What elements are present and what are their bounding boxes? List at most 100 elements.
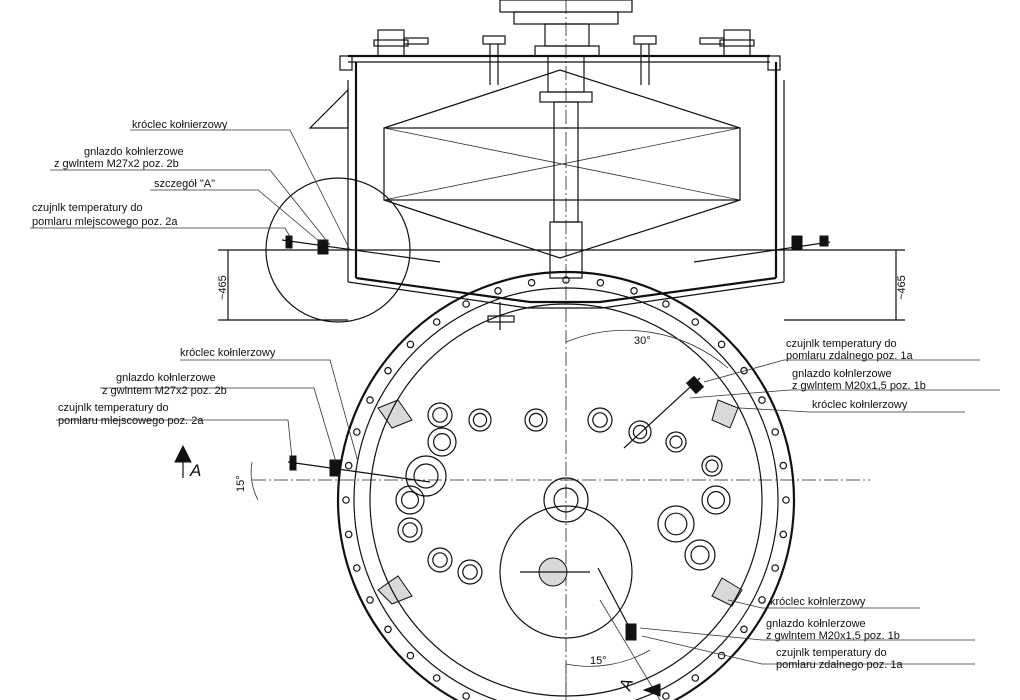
nozzle-port [701,485,731,515]
detail-a-circle [265,177,411,323]
arc-15-left [250,461,259,501]
bolt-hole [406,651,415,660]
probe-1a-plan-top [623,377,701,449]
bolt-hole [779,461,788,470]
vessel-plan: A A 30° 15° 15° króclec kołnlerzowy gnla… [56,270,1000,700]
leader-kroclec-right-top [739,407,965,413]
top-nozzle-left-1 [377,29,405,57]
nozzle-port [433,433,452,452]
probe-1a-head [819,235,829,247]
bottom-valve [487,315,515,323]
bottom-jacket [347,281,785,309]
nozzle-port [427,402,453,428]
vessel-elevation: ~465 ~465 króclec kołnierzowy gnlazdo ko… [30,0,908,700]
bolt-hole [717,651,726,660]
nozzle-port [587,407,613,433]
side-chute [308,88,349,129]
nozzle-port [457,559,483,585]
bolt-hole [691,318,700,326]
label-czujnik-1a-top-l1: czujnlk temperatury do [786,338,897,350]
centre-port [543,477,589,523]
nozzle-port [427,547,453,573]
nozzle-port [405,455,447,497]
bolt-hole [717,340,726,349]
bolt-hole [344,461,353,470]
probe-2a-plan-head [289,455,297,471]
bolt-hole [352,564,361,572]
dim-left-label: ~465 [217,275,229,300]
leader-gniazdo-1b-bottom [639,627,975,641]
leader-czujnik-1a-top [703,359,980,383]
label-gniazdo-1b-bottom-l2: z gwlntem M20x1,5 poz. 1b [766,630,900,642]
top-nozzle-left-2-flange [482,35,506,45]
section-a-left: A [189,461,201,480]
angle-ref-bottom [599,599,661,700]
top-nozzle-right-1-flange [719,39,755,47]
probe-1a-plan-top-head [685,375,705,395]
bolt-hole [630,286,638,295]
label-gniazdo-2b-l1: gnlazdo kołnlerzowe [84,146,184,158]
nozzle-port [664,512,688,536]
label-gniazdo-2b-plan-l2: z gwlntem M27x2 poz. 2b [102,385,227,397]
nozzle-port [669,435,683,449]
leader-szczegol [150,189,321,243]
bolt-hole [432,318,441,326]
probe-2a-plan-gland [329,459,341,477]
label-gniazdo-1b-top-l2: z gwlntem M20x1,5 poz. 1b [792,380,926,392]
top-nozzle-left-1-flange [373,39,409,47]
leader-czujnik-2a-plan [56,419,293,459]
nozzle-port [395,485,425,515]
bolt-hole [462,300,470,308]
leader-kroclec-right-bottom [727,599,920,609]
angle-15-bottom-label: 15° [590,655,607,667]
lug-nw [377,399,413,429]
bolt-hole [758,596,766,604]
bolt-hole [691,674,700,682]
bolt-hole [432,674,441,682]
bolt-hole [779,530,788,539]
nozzle-port [665,431,687,453]
angle-30-label: 30° [634,335,651,347]
bolt-hole [771,428,780,436]
label-szczegol: szczegół "A" [154,178,215,190]
lug-ne [711,399,739,429]
section-a-bottom: A [615,677,637,694]
nozzle-port [684,539,716,571]
label-czujnik-2a-plan-l2: pomlaru mlejscowego poz. 2a [58,415,204,427]
nozzle-port [528,412,544,428]
lug-se [711,577,743,607]
section-a-bottom-arrow-icon [642,683,661,697]
label-gniazdo-1b-top-l1: gnlazdo kołnlerzowe [792,368,892,380]
label-kroclec-right-bottom: króclec kołnlerzowy [770,596,866,608]
leader-gniazdo-2b [50,169,331,246]
ports [395,402,731,585]
bolt-hole [782,496,790,504]
nozzle-port [402,522,418,538]
nozzle-port [701,455,723,477]
bolt-hole [366,596,374,604]
flange-outer [336,270,796,700]
nozzle-port [427,427,457,457]
bolt-hole [527,278,536,287]
lug-right [767,55,781,71]
nozzle-port [524,408,548,432]
probe-2a-gland [317,239,329,255]
agitator-bottom-arms [383,199,741,259]
bolt-circle [342,276,790,700]
top-nozzle-left-1b [403,37,429,45]
nozzle-port [401,491,420,510]
nozzle-port [657,505,695,543]
nozzle-port [632,424,648,440]
label-kroclec: króclec kołnierzowy [132,119,228,131]
probe-1a-top [693,241,831,263]
bolt-hole [366,396,374,404]
label-czujnik-2a-l2: pomlaru mlejscowego poz. 2a [32,216,178,228]
top-nozzle-right-1 [723,29,751,57]
label-kroclec-left: króclec kołnlerzowy [180,347,276,359]
probe-1a-gland [791,235,803,251]
nozzle-port [592,412,608,428]
drive-flange [534,45,600,57]
bolt-hole [352,428,361,436]
